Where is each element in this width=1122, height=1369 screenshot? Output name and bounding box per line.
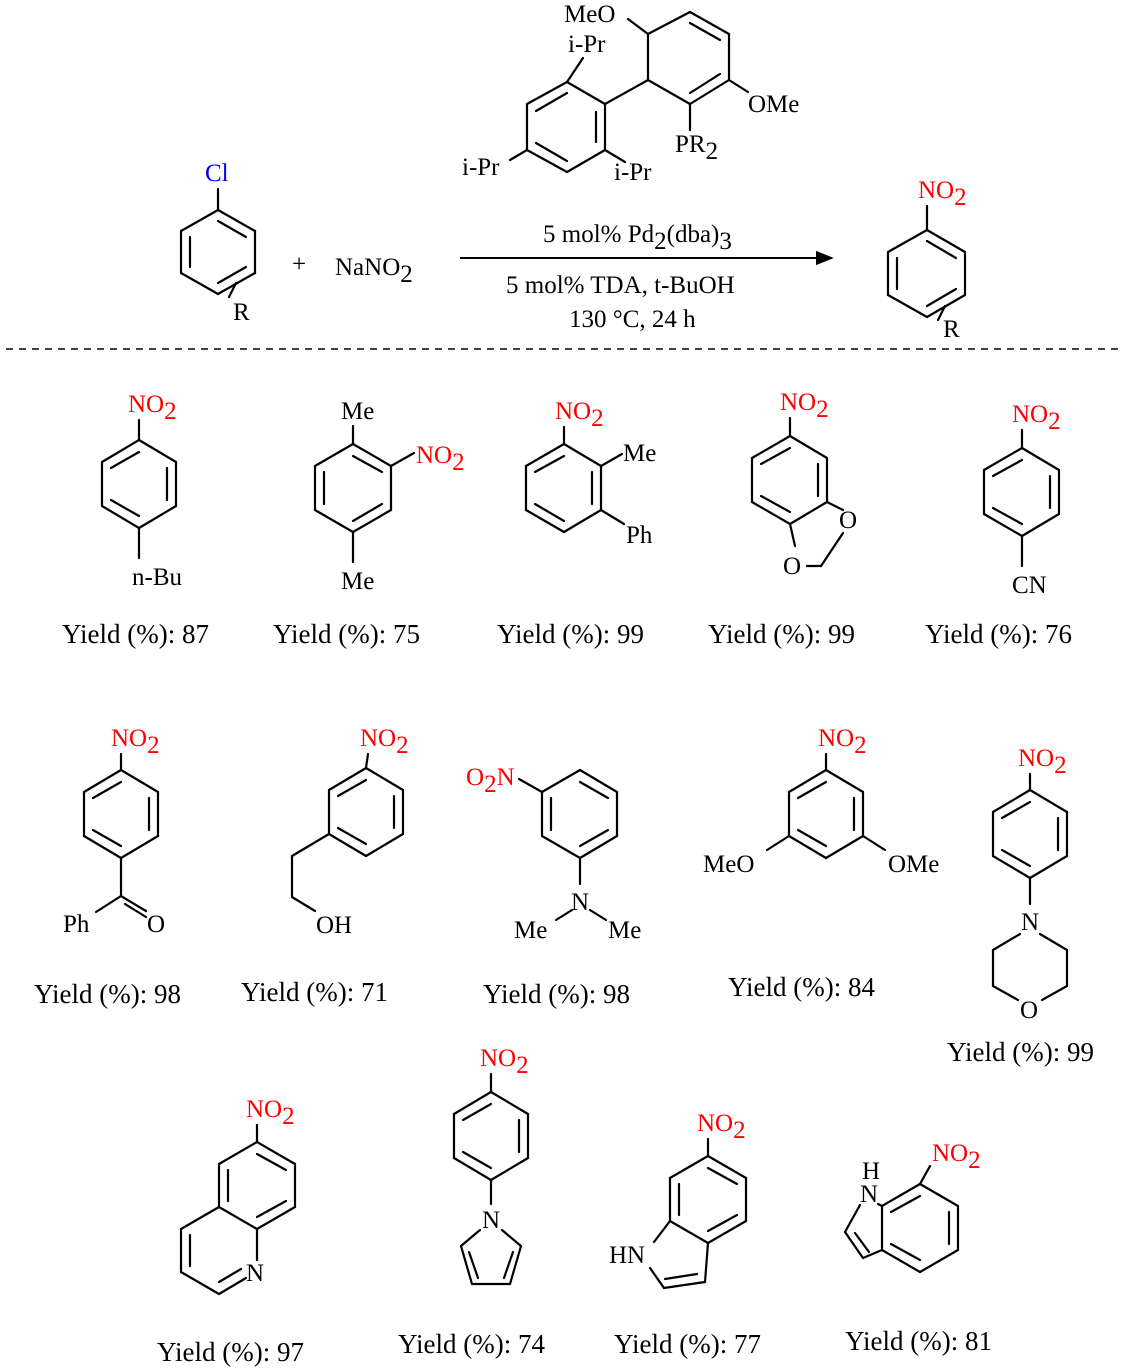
methyl-label-right: Me bbox=[608, 917, 641, 944]
indole-nh-label: HN bbox=[609, 1242, 645, 1269]
quinoline-nitrogen-label: N bbox=[246, 1260, 264, 1287]
sodium-label: Na bbox=[335, 254, 364, 281]
nitro-label: NO2 bbox=[246, 1096, 295, 1130]
nitro-label: NO2 bbox=[1018, 745, 1067, 779]
methoxy-label-left: MeO bbox=[703, 851, 754, 878]
nitrite-subscript: 2 bbox=[400, 261, 413, 288]
reactant-chloroarene: Cl R bbox=[179, 160, 257, 326]
yield-label: Yield (%): 84 bbox=[728, 972, 875, 1002]
nitro-label: NO2 bbox=[555, 398, 604, 432]
product-nitrophenethyl-alcohol: NO2 OH Yield (%): 71 bbox=[241, 725, 409, 1007]
product-nitro-methylbiphenyl: NO2 Me Ph Yield (%): 99 bbox=[497, 398, 656, 649]
nitro-label: NO2 bbox=[360, 725, 409, 759]
ligand-ipr-bottom-label: i-Pr bbox=[614, 159, 652, 186]
pyrrole-nitrogen-label: N bbox=[482, 1207, 500, 1234]
nitro-label: NO2 bbox=[818, 725, 867, 759]
yield-label: Yield (%): 98 bbox=[483, 979, 630, 1009]
carbonyl-oxygen-label: O bbox=[147, 911, 165, 938]
indole-n-label: N bbox=[860, 1181, 878, 1208]
methyl-label-left: Me bbox=[514, 917, 547, 944]
phenyl-label: Ph bbox=[63, 911, 90, 938]
conditions-catalyst: 5 mol% Pd2(dba)3 bbox=[543, 221, 732, 255]
product-nitrophenyl-morpholine: NO2 N O Yield (%): 99 bbox=[947, 745, 1094, 1067]
yield-label: Yield (%): 97 bbox=[157, 1337, 304, 1367]
plus-sign: + bbox=[292, 251, 306, 278]
phosphine-ligand: MeO i-Pr OMe PR2 i-Pr i-Pr bbox=[462, 1, 799, 186]
yield-label: Yield (%): 74 bbox=[398, 1329, 545, 1359]
conditions-temperature-time: 130 °C, 24 h bbox=[569, 306, 696, 333]
nitro-label: O2N bbox=[466, 764, 515, 798]
methyl-label-bottom: Me bbox=[341, 568, 374, 595]
product-nitroarene: NO2 R bbox=[886, 177, 967, 343]
yield-label: Yield (%): 76 bbox=[925, 619, 1072, 649]
product-7-nitroindole: NO2 H N Yield (%): 81 bbox=[843, 1140, 992, 1356]
n-butyl-label: n-Bu bbox=[132, 564, 183, 591]
cyano-label: CN bbox=[1012, 572, 1047, 599]
indole-h-label: H bbox=[862, 1158, 880, 1185]
nitro-label: NO2 bbox=[697, 1110, 746, 1144]
product-6-nitroquinoline: NO2 N Yield (%): 97 bbox=[157, 1096, 304, 1367]
methoxy-label-right: OMe bbox=[888, 851, 939, 878]
yield-label: Yield (%): 75 bbox=[273, 619, 420, 649]
nitrogen-label: N bbox=[571, 889, 589, 916]
yield-label: Yield (%): 99 bbox=[947, 1037, 1094, 1067]
yield-label: Yield (%): 98 bbox=[34, 979, 181, 1009]
methyl-label: Me bbox=[623, 440, 656, 467]
conditions-additive-solvent: 5 mol% TDA, t-BuOH bbox=[506, 272, 735, 299]
yield-label: Yield (%): 81 bbox=[845, 1326, 992, 1356]
sodium-nitrite: NaNO2 bbox=[335, 254, 413, 288]
product-nitro-benzodioxole: NO2 O O Yield (%): 99 bbox=[708, 389, 857, 649]
ring-r-group: R bbox=[233, 299, 250, 326]
nitro-label: NO2 bbox=[480, 1045, 529, 1079]
nitro-label: NO2 bbox=[1012, 401, 1061, 435]
nitrite-label: NO bbox=[364, 254, 400, 281]
product-dimethoxynitrobenzene: NO2 MeO OMe Yield (%): 84 bbox=[703, 725, 939, 1002]
nitro-label: NO2 bbox=[128, 391, 177, 425]
product-nitrophenyl-pyrrole: NO2 N Yield (%): 74 bbox=[398, 1045, 545, 1359]
product-4-nitrobenzonitrile: NO2 CN Yield (%): 76 bbox=[925, 401, 1072, 649]
oxygen-label-bottom: O bbox=[783, 553, 801, 580]
product-4-nitrobenzophenone: NO2 Ph O Yield (%): 98 bbox=[34, 725, 181, 1009]
product-ring-r-group: R bbox=[943, 316, 960, 343]
phenyl-label: Ph bbox=[626, 522, 653, 549]
methyl-label: Me bbox=[341, 398, 374, 425]
ligand-ipr-top-label: i-Pr bbox=[568, 31, 606, 58]
product-4-butylnitrobenzene: NO2 n-Bu Yield (%): 87 bbox=[62, 391, 209, 649]
oxygen-label: O bbox=[839, 507, 857, 534]
nitro-label: NO2 bbox=[932, 1140, 981, 1174]
product-6-nitroindole: NO2 HN Yield (%): 77 bbox=[609, 1110, 761, 1359]
chlorine-label: Cl bbox=[205, 160, 229, 187]
hydroxyl-label: OH bbox=[316, 912, 352, 939]
product-nitro-p-xylene: Me NO2 Me Yield (%): 75 bbox=[273, 398, 465, 649]
nitro-label: NO2 bbox=[111, 725, 160, 759]
morpholine-oxygen-label: O bbox=[1020, 997, 1038, 1024]
yield-label: Yield (%): 99 bbox=[708, 619, 855, 649]
yield-label: Yield (%): 87 bbox=[62, 619, 209, 649]
product-nitro-dimethylaniline: O2N N Me Me Yield (%): 98 bbox=[466, 764, 641, 1009]
yield-label: Yield (%): 77 bbox=[614, 1329, 761, 1359]
nitro-label: NO2 bbox=[416, 442, 465, 476]
product-nitro-label: NO2 bbox=[918, 177, 967, 211]
morpholine-nitrogen-label: N bbox=[1021, 909, 1039, 936]
ligand-pr2-label: PR2 bbox=[675, 131, 718, 165]
ligand-ipr-left-label: i-Pr bbox=[462, 154, 500, 181]
yield-label: Yield (%): 99 bbox=[497, 619, 644, 649]
nitro-label: NO2 bbox=[780, 389, 829, 423]
ligand-meo-label: MeO bbox=[564, 1, 615, 28]
yield-label: Yield (%): 71 bbox=[241, 977, 388, 1007]
ligand-ome-label: OMe bbox=[748, 91, 799, 118]
